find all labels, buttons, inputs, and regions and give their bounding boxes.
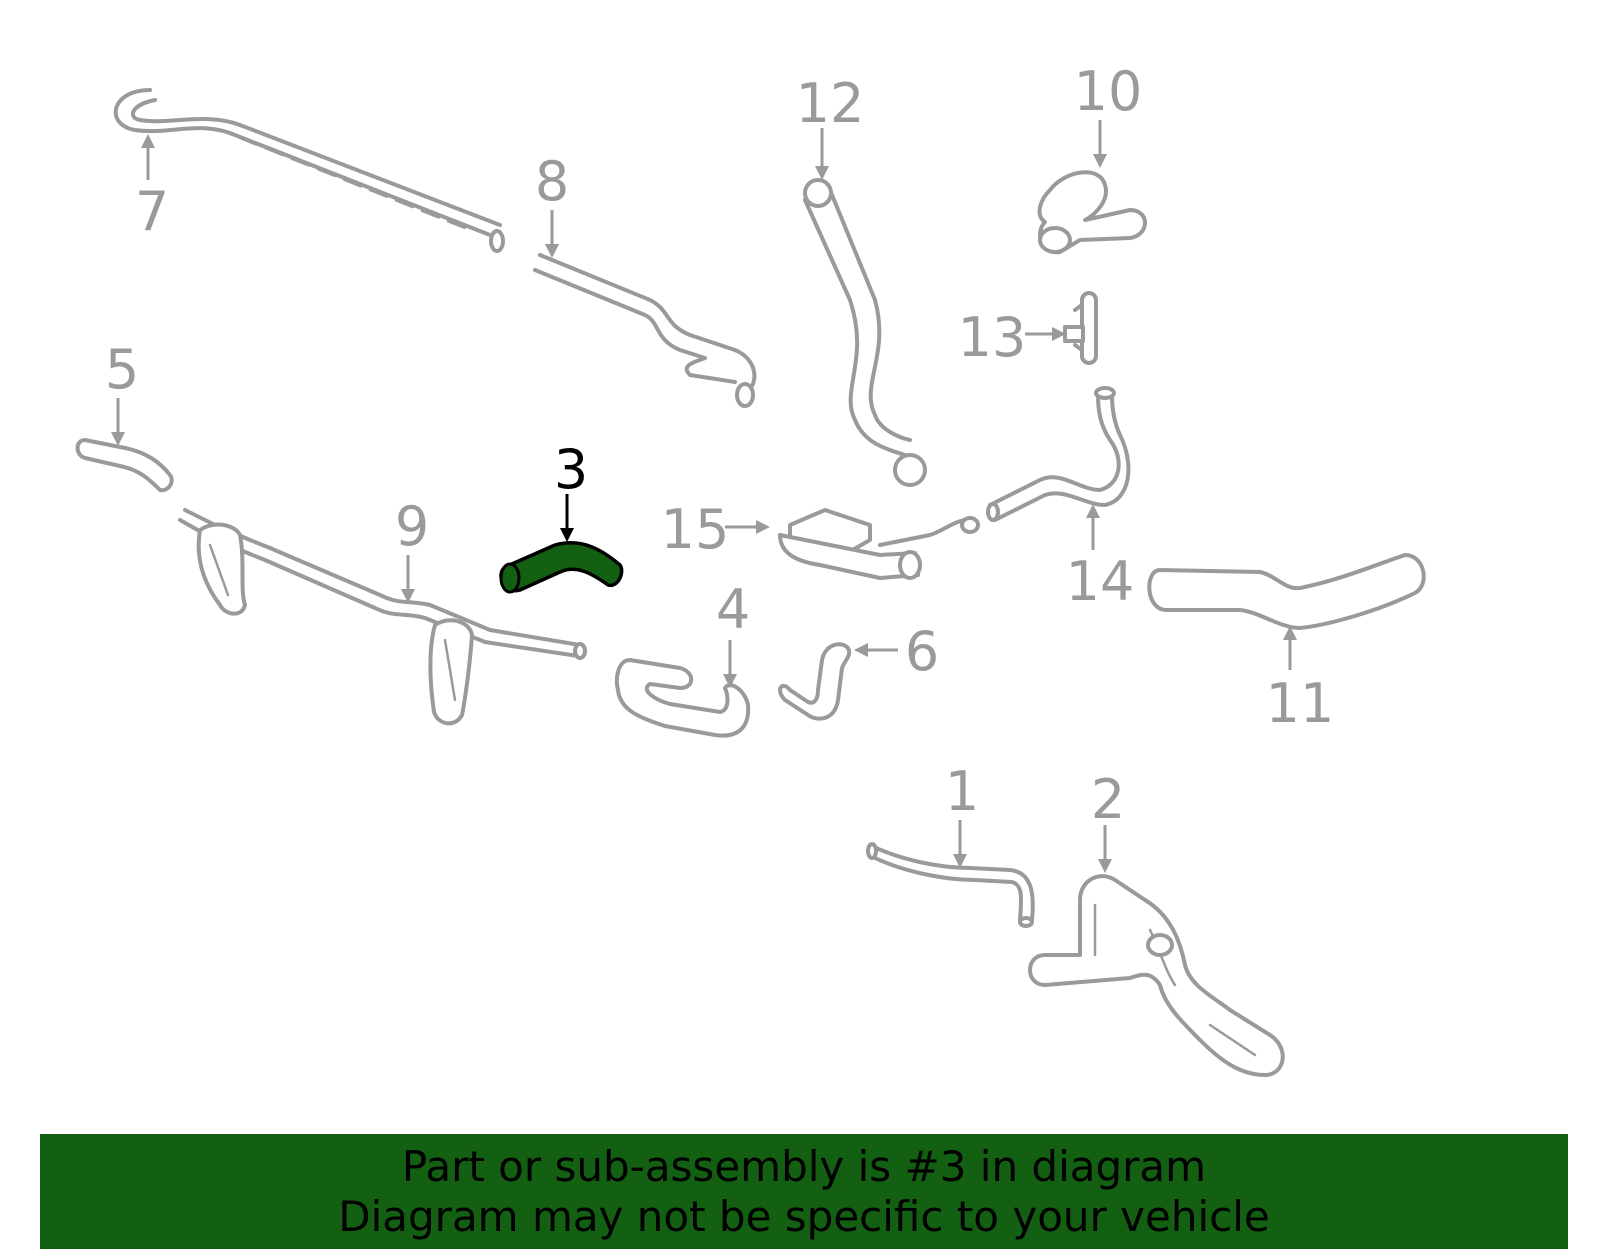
callout-8[interactable]: 8 — [535, 150, 569, 213]
callout-9[interactable]: 9 — [395, 495, 429, 558]
callout-7[interactable]: 7 — [135, 180, 169, 243]
banner-line-1: Part or sub-assembly is #3 in diagram — [401, 1141, 1207, 1191]
part-12-hose[interactable] — [803, 178, 927, 487]
banner-line-2: Diagram may not be specific to your vehi… — [338, 1191, 1270, 1241]
callout-3[interactable]: 3 — [554, 438, 588, 501]
part-9-hose[interactable] — [178, 508, 587, 726]
part-1-hose[interactable] — [866, 842, 1035, 928]
part-8-hose[interactable] — [533, 253, 757, 408]
callout-14[interactable]: 14 — [1066, 550, 1135, 613]
callout-11[interactable]: 11 — [1266, 672, 1335, 735]
part-6-hose[interactable] — [778, 642, 852, 721]
part-7-hose[interactable] — [113, 88, 505, 253]
part-11-hose[interactable] — [1147, 553, 1426, 630]
callout-4[interactable]: 4 — [716, 578, 750, 641]
part-5-hose[interactable] — [75, 438, 174, 493]
callout-arrows — [111, 120, 1297, 873]
part-10-elbow[interactable] — [1037, 170, 1147, 255]
callout-6[interactable]: 6 — [905, 620, 939, 683]
callout-2[interactable]: 2 — [1091, 768, 1125, 831]
callout-5[interactable]: 5 — [105, 338, 139, 401]
callout-1[interactable]: 1 — [945, 760, 979, 823]
callout-labels: 7 8 12 10 13 14 15 11 5 9 3 4 6 1 2 — [105, 60, 1335, 831]
part-15-valve[interactable] — [778, 508, 980, 580]
callout-10[interactable]: 10 — [1074, 60, 1143, 123]
part-13-fitting[interactable] — [1063, 291, 1098, 365]
part-14-hose[interactable] — [986, 386, 1131, 522]
callout-15[interactable]: 15 — [661, 498, 730, 561]
notice-banner: Part or sub-assembly is #3 in diagram Di… — [40, 1134, 1568, 1249]
part-2-hose[interactable] — [1028, 874, 1285, 1077]
part-3-hose-highlighted[interactable] — [499, 540, 624, 594]
part-4-hose[interactable] — [614, 658, 751, 738]
callout-13[interactable]: 13 — [958, 306, 1027, 369]
callout-12[interactable]: 12 — [796, 72, 865, 135]
